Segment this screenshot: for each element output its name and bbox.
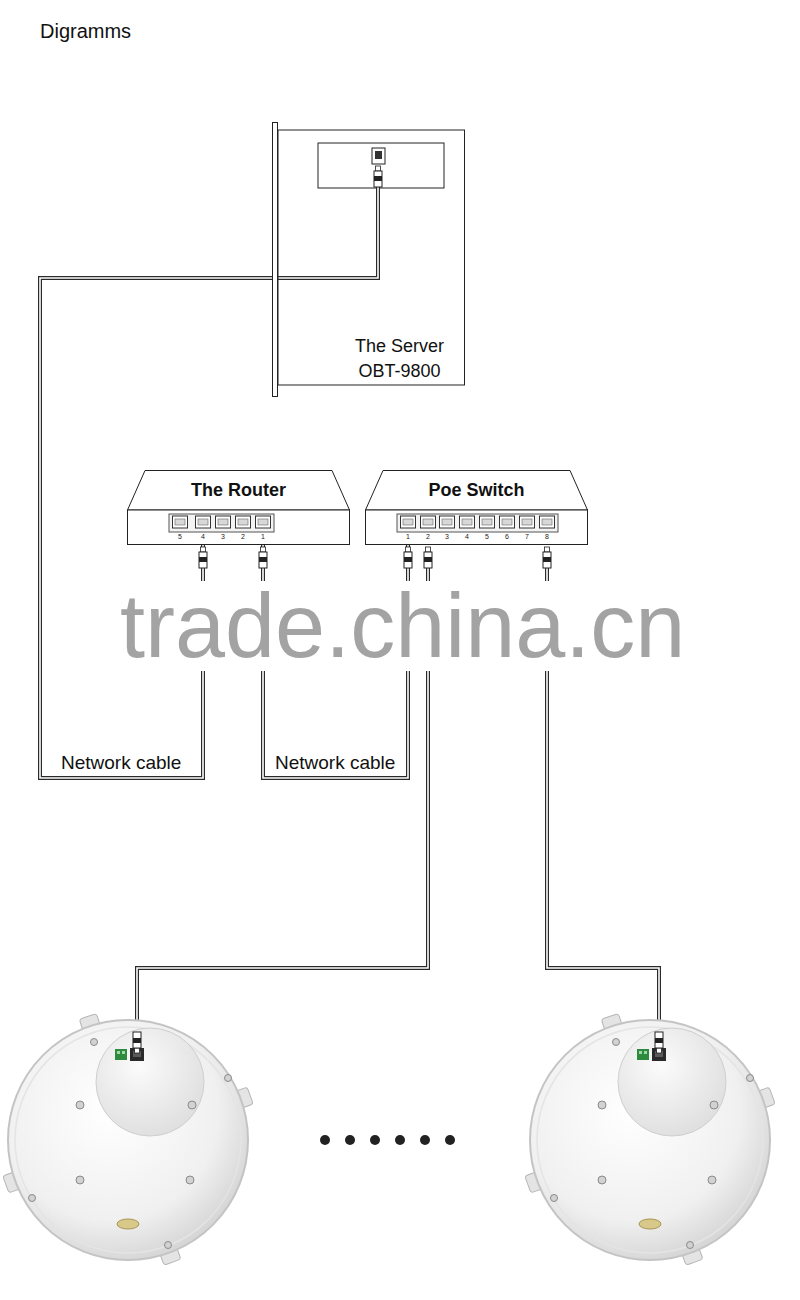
port-number: 5: [178, 533, 182, 541]
rj45-port: [173, 516, 188, 528]
rj45-port: [401, 516, 416, 528]
rj45-port-part: [236, 516, 251, 528]
server-label: OBT-9800: [355, 359, 444, 384]
rj45-port-part: [540, 516, 555, 528]
port-number: 3: [445, 533, 449, 541]
rj45-port: [520, 516, 535, 528]
rj45-port: [196, 516, 211, 528]
rj45-port: [540, 516, 555, 528]
rj45-plug: [424, 547, 432, 568]
rj45-port: [460, 516, 475, 528]
ellipsis-dots-part: [320, 1135, 330, 1145]
ceiling-speaker: [3, 1014, 253, 1266]
ellipsis-dots: [320, 1135, 455, 1145]
server-label: The Server: [355, 334, 444, 359]
rj45-port: [421, 516, 436, 528]
rj45-port-part: [542, 519, 552, 525]
rj45-port: [216, 516, 231, 528]
rj45-port-part: [520, 516, 535, 528]
device-label: Poe Switch: [428, 480, 524, 500]
ceiling-speaker: [525, 1014, 775, 1266]
cable-label: Network cable: [60, 753, 182, 773]
diagram-title: Digramms: [40, 20, 131, 42]
rj45-port-part: [522, 519, 532, 525]
front-face: [366, 510, 588, 545]
rj45-plug: [199, 547, 207, 568]
ellipsis-dots-part: [445, 1135, 455, 1145]
cable-label: Network cable: [274, 753, 396, 773]
rj45-port-part: [421, 516, 436, 528]
rj45-port-part: [500, 516, 515, 528]
rj45-port-part: [196, 516, 211, 528]
rj45-port-part: [175, 519, 185, 525]
server-unit: [318, 143, 444, 188]
rj45-port-part: [401, 516, 416, 528]
rj45-plug: [133, 1032, 141, 1053]
rj45-port-part: [403, 519, 413, 525]
watermark: trade.china.cn: [120, 581, 685, 671]
port-number: 8: [545, 533, 549, 541]
rj45-port-part: [216, 516, 231, 528]
rj45-port: [256, 516, 271, 528]
port-number: 2: [241, 533, 245, 541]
port-panel: [397, 514, 558, 532]
rj45-port-part: [423, 519, 433, 525]
rj45-port: [500, 516, 515, 528]
port-number: 2: [426, 533, 430, 541]
server-cable-core: [278, 186, 378, 278]
rj45-plug: [404, 547, 412, 568]
port-number: 3: [221, 533, 225, 541]
rj45-port-part: [198, 519, 208, 525]
rj45-port-part: [258, 519, 268, 525]
rj45-port-part: [238, 519, 248, 525]
rj45-port-part: [218, 519, 228, 525]
server-port-socket: [375, 151, 382, 159]
ellipsis-dots-part: [370, 1135, 380, 1145]
port-number: 1: [261, 533, 265, 541]
rj45-port-part: [482, 519, 492, 525]
rj45-port-part: [442, 519, 452, 525]
port-number: 6: [505, 533, 509, 541]
rj45-port-part: [440, 516, 455, 528]
ellipsis-dots-part: [420, 1135, 430, 1145]
rj45-plug: [655, 1032, 663, 1053]
port-panel: [169, 514, 274, 532]
rj45-plug: [543, 547, 551, 568]
port-number: 1: [406, 533, 410, 541]
switch-box: Poe Switch: [365, 470, 588, 545]
top-face: [366, 471, 588, 511]
rj45-port: [236, 516, 251, 528]
ellipsis-dots-part: [345, 1135, 355, 1145]
server-frame: The ServerOBT-9800: [272, 122, 465, 397]
top-face: [128, 471, 350, 511]
server-port: [372, 148, 385, 164]
device-label: The Router: [191, 480, 286, 500]
rack-rail: [273, 123, 278, 397]
port-number: 4: [465, 533, 469, 541]
port-number: 4: [201, 533, 205, 541]
ellipsis-dots-part: [395, 1135, 405, 1145]
front-face: [128, 510, 350, 545]
port-number: 7: [525, 533, 529, 541]
port-number: 5: [485, 533, 489, 541]
rj45-plug: [259, 547, 267, 568]
rj45-port-part: [173, 516, 188, 528]
rj45-port-part: [502, 519, 512, 525]
rj45-port-part: [256, 516, 271, 528]
rj45-plug: [374, 166, 382, 187]
rj45-port-part: [480, 516, 495, 528]
router-box: The Router: [127, 470, 350, 545]
server-cable: [278, 186, 378, 278]
rj45-port-part: [460, 516, 475, 528]
server-cabinet: [278, 130, 465, 385]
rj45-port: [480, 516, 495, 528]
rj45-port: [440, 516, 455, 528]
rj45-port-part: [462, 519, 472, 525]
